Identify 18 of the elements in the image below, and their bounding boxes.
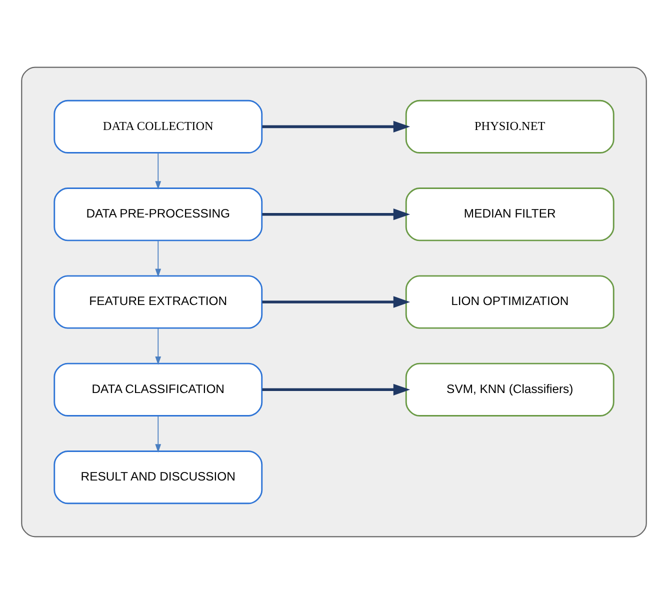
arrow	[155, 328, 162, 365]
arrow	[262, 384, 410, 396]
arrow	[155, 416, 162, 453]
node-box: DATA CLASSIFICATION	[54, 362, 263, 416]
arrow	[262, 296, 410, 308]
node-box: RESULT AND DISCUSSION	[54, 450, 263, 504]
arrow	[155, 240, 162, 278]
node-box: SVM, KNN (Classifiers)	[405, 362, 614, 416]
node-box: DATA COLLECTION	[54, 100, 263, 154]
arrow	[155, 152, 162, 190]
node-box: LION OPTIMIZATION	[405, 275, 614, 329]
arrow	[262, 208, 410, 220]
node-box: FEATURE EXTRACTION	[54, 275, 263, 329]
arrow	[262, 120, 410, 133]
cluster	[21, 66, 647, 538]
node-box: DATA PRE-PROCESSING	[54, 188, 263, 242]
node-box: MEDIAN FILTER	[405, 188, 614, 242]
node-box: PHYSIO.NET	[405, 100, 614, 154]
